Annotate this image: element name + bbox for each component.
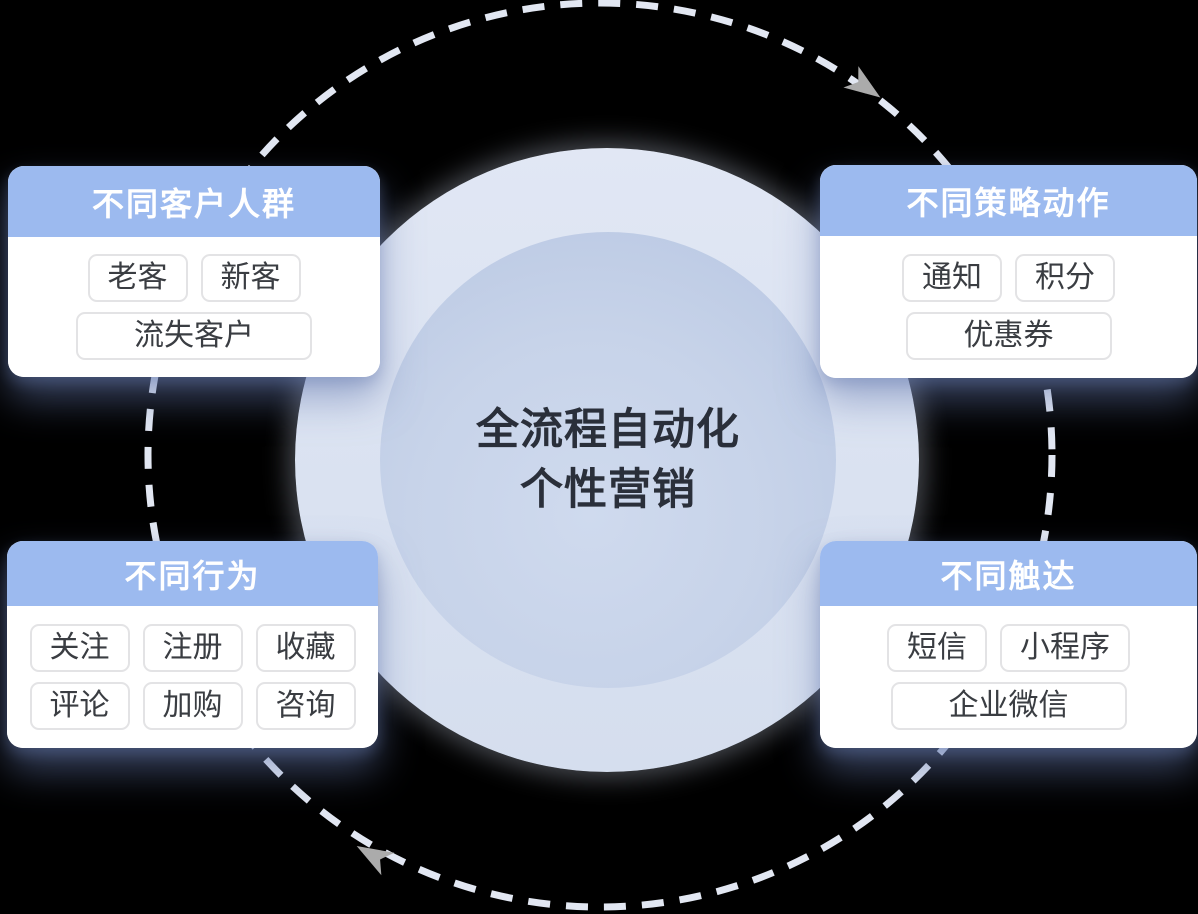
tag-chip: 企业微信: [890, 682, 1127, 730]
tag-chip: 评论: [29, 682, 130, 730]
card-touch-channels: 不同触达 短信 小程序 企业微信: [820, 541, 1197, 748]
card-body: 关注 注册 收藏 评论 加购 咨询: [7, 606, 378, 748]
tag-chip: 关注: [29, 624, 130, 672]
center-title-line2: 个性营销: [520, 466, 696, 514]
tag-chip: 老客: [87, 254, 188, 302]
tag-row: 短信 小程序: [887, 624, 1130, 672]
card-title: 不同策略动作: [820, 165, 1197, 236]
tag-chip: 收藏: [255, 624, 356, 672]
tag-row: 老客 新客: [87, 254, 301, 302]
card-title: 不同行为: [7, 541, 378, 606]
tag-chip: 注册: [142, 624, 243, 672]
card-title: 不同触达: [820, 541, 1197, 606]
center-inner-circle: 全流程自动化 个性营销: [380, 232, 836, 688]
center-title-line1: 全流程自动化: [476, 406, 740, 454]
tag-row: 流失客户: [76, 312, 312, 360]
center-title: 全流程自动化 个性营销: [476, 400, 740, 520]
tag-chip: 通知: [902, 254, 1002, 302]
tag-row: 通知 积分: [902, 254, 1115, 302]
tag-chip: 小程序: [1000, 624, 1130, 672]
tag-row: 关注 注册 收藏: [29, 624, 356, 672]
tag-row: 评论 加购 咨询: [29, 682, 356, 730]
tag-row: 优惠券: [905, 312, 1112, 360]
tag-chip: 咨询: [255, 682, 356, 730]
dashed-cycle-ring: [144, 0, 1056, 911]
tag-chip: 新客: [200, 254, 301, 302]
card-strategy-actions: 不同策略动作 通知 积分 优惠券: [820, 165, 1197, 378]
tag-chip: 优惠券: [905, 312, 1112, 360]
card-body: 老客 新客 流失客户: [8, 237, 380, 377]
flow-arrowhead-top-icon: [843, 66, 881, 98]
card-customer-segments: 不同客户人群 老客 新客 流失客户: [8, 166, 380, 377]
tag-row: 企业微信: [890, 682, 1127, 730]
card-behaviors: 不同行为 关注 注册 收藏 评论 加购 咨询: [7, 541, 378, 748]
card-body: 短信 小程序 企业微信: [820, 606, 1197, 748]
tag-chip: 加购: [142, 682, 243, 730]
tag-chip: 积分: [1015, 254, 1115, 302]
card-title: 不同客户人群: [8, 166, 380, 237]
flow-arrowhead-bottom-icon: [356, 846, 395, 876]
card-body: 通知 积分 优惠券: [820, 236, 1197, 378]
tag-chip: 流失客户: [76, 312, 312, 360]
tag-chip: 短信: [887, 624, 987, 672]
